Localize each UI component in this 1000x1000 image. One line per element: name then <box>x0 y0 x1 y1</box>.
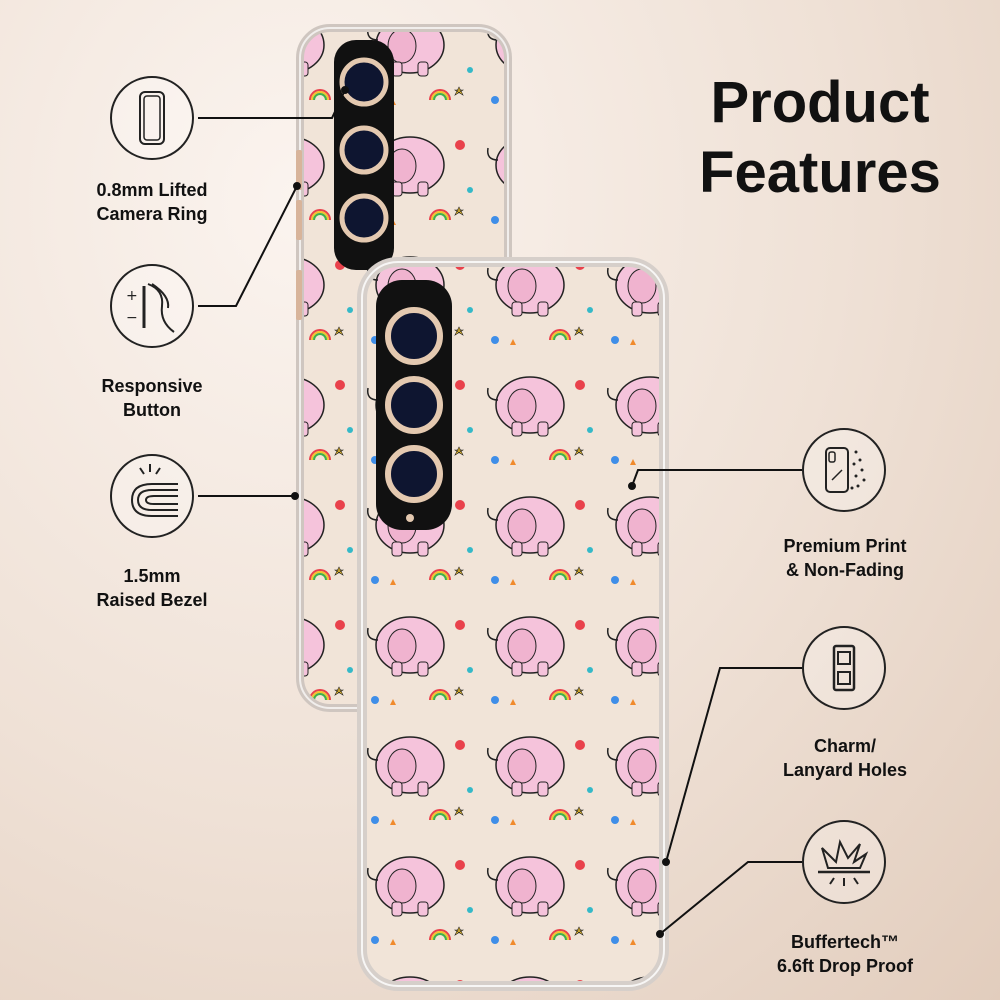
callout-lines <box>198 86 802 938</box>
feature-responsive-button: Responsive Button <box>101 376 203 420</box>
front-phone-case <box>357 257 669 991</box>
page-title: Product Features <box>640 68 1000 208</box>
phone-print-icon <box>802 428 886 512</box>
feature-drop-proof: Buffertech™ 6.6ft Drop Proof <box>776 932 913 976</box>
feature-lanyard-holes: Charm/ Lanyard Holes <box>782 736 908 780</box>
raised-bezel-icon <box>110 454 194 538</box>
svg-text:−: − <box>126 310 138 326</box>
title-line-1: Product <box>710 70 930 135</box>
back-phone-case <box>296 24 512 712</box>
feature-raised-bezel: 1.5mm Raised Bezel <box>96 566 208 610</box>
button-press-icon: + − <box>110 264 194 348</box>
phone-outline-icon <box>110 76 194 160</box>
feature-premium-print: Premium Print & Non-Fading <box>783 536 907 580</box>
title-line-2: Features <box>699 140 941 205</box>
lanyard-holes-icon <box>802 626 886 710</box>
feature-camera-ring: 0.8mm Lifted Camera Ring <box>96 180 208 224</box>
svg-text:+: + <box>126 288 138 304</box>
drop-proof-icon <box>802 820 886 904</box>
